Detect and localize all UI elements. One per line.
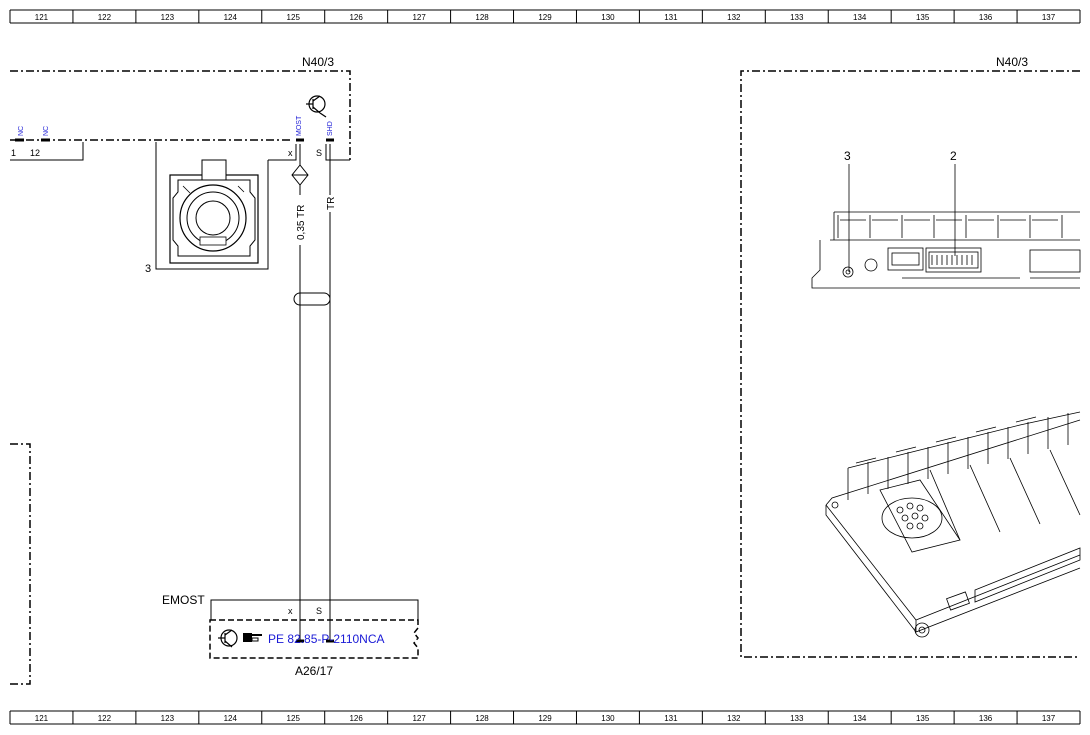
transistor-icon-bottom <box>218 629 238 648</box>
ruler-number: 127 <box>412 13 426 22</box>
twisted-pair-icon <box>293 292 331 306</box>
callout-3: 3 <box>844 149 851 163</box>
ruler-number: 137 <box>1042 13 1056 22</box>
ruler-number: 132 <box>727 714 741 723</box>
nc-pin-2-label: NC <box>43 126 50 136</box>
wire-most: 0,35 TR <box>291 144 309 626</box>
designation-label: A26/17 <box>295 664 333 678</box>
nc-pin-1-label: NC <box>18 126 25 136</box>
ruler-number: 129 <box>538 714 552 723</box>
bottom-pin-mark-s: S <box>316 606 322 616</box>
bottom-pin-mark-x: x <box>288 606 293 616</box>
ruler-number: 134 <box>853 13 867 22</box>
shd-signal-label: SHD <box>327 121 334 136</box>
wire-shd-label: TR <box>326 197 337 210</box>
ruler-number: 131 <box>664 13 678 22</box>
ruler-number: 121 <box>35 13 49 22</box>
ruler-number: 122 <box>98 714 112 723</box>
ruler-number: 137 <box>1042 714 1056 723</box>
most-signal-label: MOST <box>296 115 303 136</box>
wire-most-label: 0,35 TR <box>296 205 307 240</box>
control-unit-top-view-illustration <box>811 211 1081 289</box>
ruler-number: 128 <box>475 714 489 723</box>
transistor-icon <box>306 95 327 118</box>
bottom-ruler: 121 122 123 124 125 126 127 128 129 130 131 132 133 1… <box>9 710 1081 725</box>
ruler-number: 134 <box>853 714 867 723</box>
pin-mark-s: S <box>316 148 322 158</box>
ruler-number: 130 <box>601 714 615 723</box>
reference-link[interactable]: PE 82.85-P-2110NCA <box>268 632 385 646</box>
top-ruler: 121 122 123 124 125 126 127 128 129 130 131 132 133 1… <box>9 9 1081 24</box>
ruler-number: 127 <box>412 714 426 723</box>
callout-2: 2 <box>950 149 957 163</box>
wire-shd: TR <box>326 144 337 626</box>
right-component-label: N40/3 <box>996 55 1028 69</box>
ruler-number: 129 <box>538 13 552 22</box>
ruler-number: 121 <box>35 714 49 723</box>
ruler-number: 131 <box>664 714 678 723</box>
ruler-number: 135 <box>916 13 930 22</box>
ruler-number: 123 <box>161 714 175 723</box>
left-component-label: N40/3 <box>302 55 334 69</box>
ruler-number: 125 <box>287 13 301 22</box>
pointing-hand-icon <box>243 633 262 642</box>
ruler-number: 125 <box>287 714 301 723</box>
ruler-number: 133 <box>790 13 804 22</box>
nc-pin-1: NC <box>15 126 25 142</box>
ruler-number: 122 <box>98 13 112 22</box>
ruler-number: 128 <box>475 13 489 22</box>
ruler-number: 124 <box>224 13 238 22</box>
ruler-number: 130 <box>601 13 615 22</box>
ruler-number: 136 <box>979 13 993 22</box>
emost-label: EMOST <box>162 593 205 607</box>
control-unit-isometric-illustration <box>825 411 1081 638</box>
ruler-number: 132 <box>727 13 741 22</box>
ruler-number: 133 <box>790 714 804 723</box>
ruler-number: 126 <box>349 13 363 22</box>
ruler-number: 123 <box>161 13 175 22</box>
ruler-number: 126 <box>349 714 363 723</box>
pin-number-1: 1 <box>11 148 16 158</box>
ruler-number: 135 <box>916 714 930 723</box>
nc-pin-2: NC <box>41 126 50 142</box>
ruler-number: 124 <box>224 714 238 723</box>
ruler-number: 136 <box>979 714 993 723</box>
bottom-component-a26-17: EMOST x S PE 82.85-P-2110NCA A26/17 <box>162 593 419 678</box>
pin-number-12: 12 <box>30 148 40 158</box>
left-partial-component <box>10 443 31 685</box>
connector-housing <box>155 142 269 270</box>
right-component-n40-3: N40/3 3 2 <box>740 55 1081 658</box>
left-component-n40-3: N40/3 NC NC 1 12 MOST SHD x S <box>10 55 351 275</box>
connector-callout-3: 3 <box>145 263 151 275</box>
pin-mark-x: x <box>288 148 293 158</box>
